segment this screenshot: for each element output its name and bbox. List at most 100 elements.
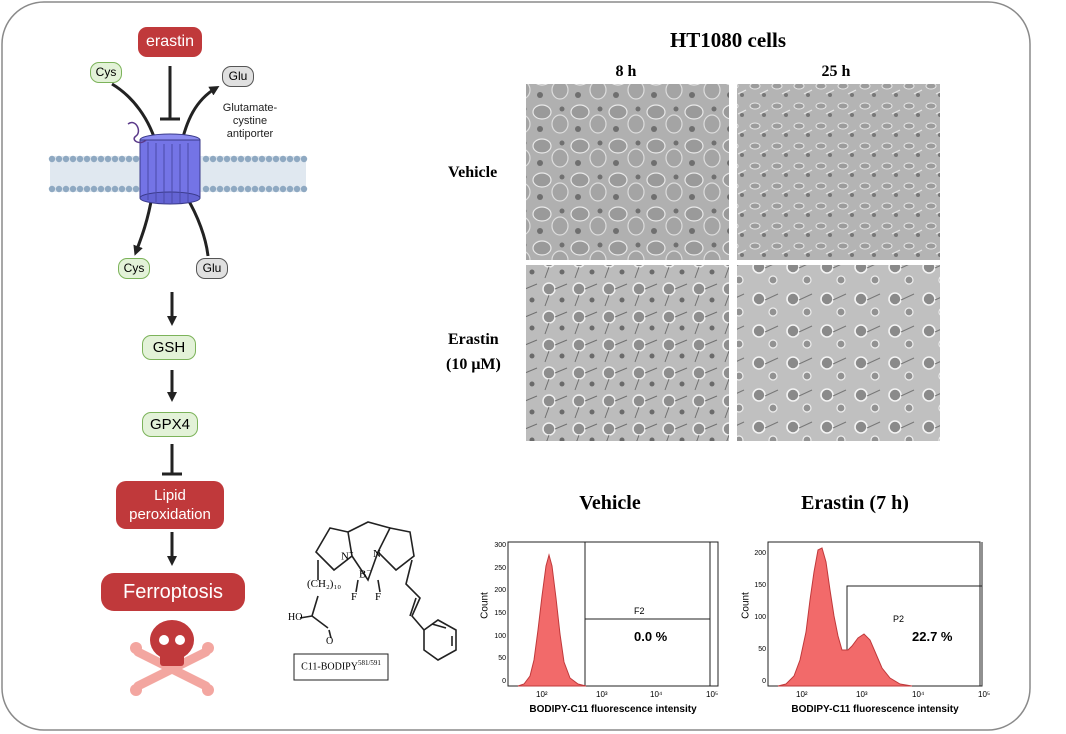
micro-vehicle-8h bbox=[526, 84, 729, 260]
lipid-head bbox=[223, 155, 231, 163]
mol-n: N bbox=[373, 548, 381, 560]
flow-erastin-xtick: 10⁵ bbox=[978, 690, 991, 699]
lipid-head bbox=[237, 185, 245, 193]
lipid-head bbox=[286, 185, 294, 193]
lipid-head bbox=[244, 155, 252, 163]
molecule-label-box bbox=[293, 653, 389, 681]
lipid-head bbox=[300, 185, 308, 193]
ferroptosis-label: Ferroptosis bbox=[122, 581, 224, 603]
lipid-head bbox=[230, 155, 238, 163]
cys-outside-pill: Cys bbox=[90, 62, 122, 83]
flow-vehicle-percent: 0.0 % bbox=[634, 629, 668, 644]
mol-n-plus: N+ bbox=[341, 548, 354, 563]
lipid-head bbox=[83, 185, 91, 193]
lipid-peroxidation-box: Lipid peroxidation bbox=[116, 481, 224, 529]
lipid-head bbox=[125, 185, 133, 193]
erastin-box bbox=[138, 27, 202, 57]
lipid-head bbox=[237, 155, 245, 163]
glu-inside-pill: Glu bbox=[196, 258, 228, 279]
flow-erastin-gate-label: P2 bbox=[893, 614, 905, 624]
lipid-head bbox=[209, 185, 217, 193]
lipid-head bbox=[83, 155, 91, 163]
lipid-head bbox=[111, 185, 119, 193]
erastin-label: erastin bbox=[145, 33, 195, 50]
lipid-head bbox=[62, 155, 70, 163]
flow-vehicle-histogram bbox=[517, 553, 587, 687]
lipid-head bbox=[132, 185, 140, 193]
flow-erastin-ytick: 200 bbox=[754, 550, 766, 557]
lipid-head bbox=[202, 155, 210, 163]
gpx4-pill: GPX4 bbox=[142, 412, 198, 437]
lipid-head bbox=[286, 155, 294, 163]
lipid-head bbox=[48, 185, 56, 193]
flow-erastin-ytick: 100 bbox=[754, 614, 766, 621]
micro-col-25h: 25 h bbox=[821, 63, 851, 80]
flow-vehicle-title: Vehicle bbox=[579, 492, 641, 514]
mol-b: B− bbox=[359, 566, 371, 581]
flow-vehicle-gate-label: F2 bbox=[634, 606, 645, 616]
lipid-head bbox=[104, 155, 112, 163]
flow-vehicle-xlabel: BODIPY-C11 fluorescence intensity bbox=[529, 704, 697, 715]
mol-f2: F bbox=[375, 591, 382, 603]
lipid-head bbox=[251, 155, 259, 163]
lipid-head bbox=[216, 155, 224, 163]
lipid-head bbox=[258, 185, 266, 193]
lipid-head bbox=[293, 185, 301, 193]
mol-f1: F bbox=[351, 591, 358, 603]
cys-inside-label: Cys bbox=[123, 261, 145, 275]
flow-erastin-histogram bbox=[777, 547, 913, 687]
lipid-head bbox=[279, 155, 287, 163]
lipid-head bbox=[62, 185, 70, 193]
flow-erastin-ytick: 150 bbox=[754, 582, 766, 589]
lipid-head bbox=[48, 155, 56, 163]
lipid-head bbox=[118, 185, 126, 193]
mol-ho: HO bbox=[288, 612, 303, 623]
glu-outside-pill: Glu bbox=[222, 66, 254, 87]
lipid-head bbox=[258, 155, 266, 163]
cys-outside-label: Cys bbox=[95, 65, 117, 79]
micro-row-erastin: Erastin bbox=[448, 331, 499, 348]
lipid-head bbox=[251, 185, 259, 193]
lipid-head bbox=[272, 185, 280, 193]
lipid-head bbox=[104, 185, 112, 193]
lipid-head bbox=[202, 185, 210, 193]
lipid-head bbox=[300, 155, 308, 163]
lipid-head bbox=[132, 155, 140, 163]
lipid-head bbox=[265, 185, 273, 193]
gsh-pill: GSH bbox=[142, 335, 196, 360]
lipid-head bbox=[209, 155, 217, 163]
bodipy-structure bbox=[299, 521, 457, 661]
lipid-head bbox=[272, 155, 280, 163]
flow-vehicle-ytick: 100 bbox=[494, 632, 506, 640]
lipid-head bbox=[76, 155, 84, 163]
lipid-head bbox=[265, 155, 273, 163]
micro-vehicle-25h bbox=[737, 84, 940, 260]
lipid-head bbox=[69, 185, 77, 193]
gpx4-label: GPX4 bbox=[149, 416, 191, 433]
flow-erastin-xlabel: BODIPY-C11 fluorescence intensity bbox=[791, 704, 959, 715]
micro-title: HT1080 cells bbox=[669, 28, 787, 52]
glu-outside-label: Glu bbox=[228, 69, 248, 83]
molecule-label: C11-BODIPY581/591 bbox=[301, 659, 381, 673]
lipid-head bbox=[55, 155, 63, 163]
micro-row-erastin-conc: (10 μM) bbox=[446, 356, 501, 373]
flow-erastin-ytick: 50 bbox=[758, 646, 766, 653]
lipid-head bbox=[244, 185, 252, 193]
lipid-head bbox=[97, 155, 105, 163]
flow-vehicle-xtick: 10² bbox=[536, 690, 548, 699]
glu-inside-label: Glu bbox=[202, 261, 222, 275]
lipid-head bbox=[125, 155, 133, 163]
lipid-head bbox=[230, 185, 238, 193]
flow-erastin-ytick: 0 bbox=[762, 678, 766, 685]
mol-o: O bbox=[326, 636, 334, 647]
flow-vehicle-ytick: 250 bbox=[494, 564, 506, 572]
skull-crossbones-icon bbox=[130, 620, 214, 696]
micro-row-vehicle: Vehicle bbox=[448, 164, 498, 181]
flow-vehicle-xtick: 10³ bbox=[596, 690, 608, 699]
flow-vehicle-ytick: 50 bbox=[498, 655, 506, 663]
lipid-head bbox=[293, 155, 301, 163]
flow-vehicle-ytick: 0 bbox=[502, 678, 506, 685]
lipid-head bbox=[216, 185, 224, 193]
lipid-head bbox=[118, 155, 126, 163]
